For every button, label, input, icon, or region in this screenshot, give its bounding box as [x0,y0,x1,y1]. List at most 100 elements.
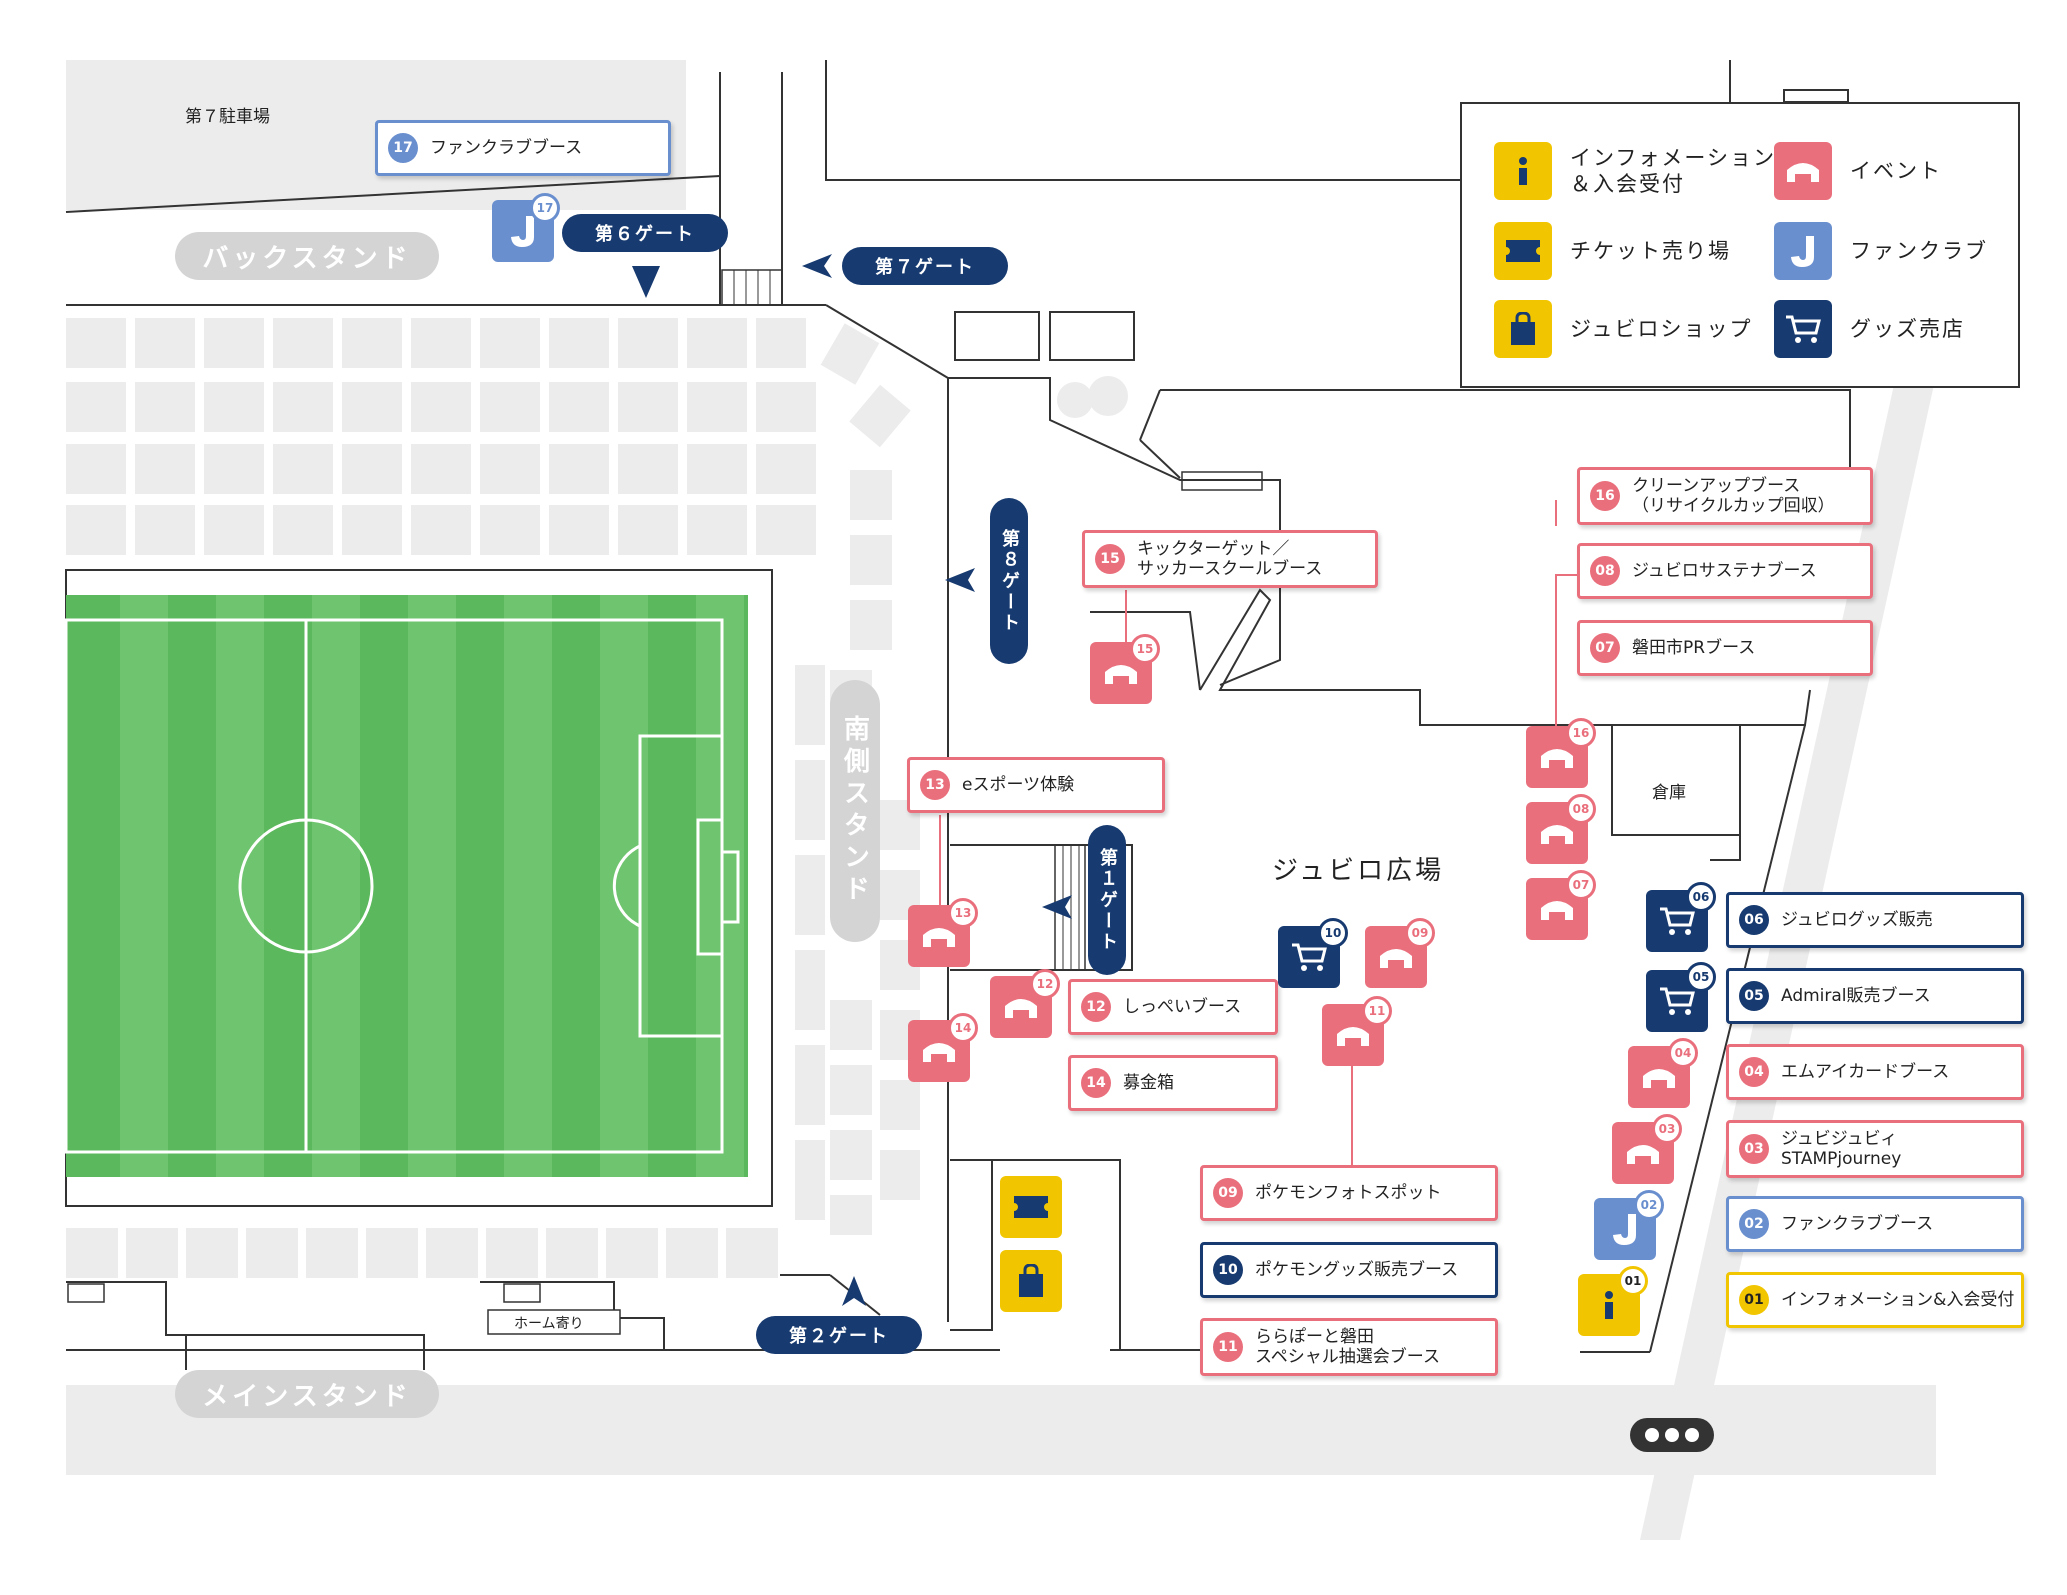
booth-label-12[interactable]: 12 しっぺいブース [1068,979,1278,1035]
booth-number: 05 [1739,981,1769,1011]
legend-info: インフォメーション ＆入会受付 [1494,142,1776,200]
shopping-bag-icon [1019,1264,1043,1297]
j-letter-icon [1774,222,1832,280]
booth-number: 02 [1739,1209,1769,1239]
booth-number: 11 [1213,1332,1243,1362]
legend-fanclub: ファンクラブ [1774,222,1988,280]
booth-number: 16 [1590,481,1620,511]
tent-icon [923,928,955,947]
tent-icon [1627,1145,1659,1164]
info-icon [1494,142,1552,200]
booth-label-15[interactable]: 15 キックターゲット／ サッカースクールブース [1082,530,1378,588]
legend-fanclub-text: ファンクラブ [1850,239,1988,263]
booth-name: eスポーツ体験 [962,775,1075,795]
booth-label-04[interactable]: 04 エムアイカードブース [1726,1044,2024,1100]
booth-name: ポケモンフォトスポット [1255,1183,1442,1203]
pin-badge-01: 01 [1618,1266,1648,1296]
pin-badge-14: 14 [948,1013,978,1043]
booth-name: クリーンアップブース （リサイクルカップ回収） [1632,476,1835,516]
booth-name: ジュビログッズ販売 [1781,910,1933,930]
legend-event: イベント [1774,142,1942,200]
tent-icon [923,1043,955,1062]
south-stand-label: 南側スタンド [830,680,880,942]
gate-6[interactable]: 第６ゲート [562,214,728,252]
booth-label-16[interactable]: 16 クリーンアップブース （リサイクルカップ回収） [1577,467,1873,525]
gate-2[interactable]: 第２ゲート [756,1316,922,1354]
booth-label-10[interactable]: 10 ポケモングッズ販売ブース [1200,1242,1498,1298]
booth-label-02[interactable]: 02 ファンクラブブース [1726,1196,2024,1252]
booth-name: ファンクラブブース [430,138,583,158]
booth-name: ジュビジュビィ STAMPjourney [1781,1129,1902,1169]
gate-arrows [632,254,1072,1306]
legend-shop: ジュビロショップ [1494,300,1753,358]
legend-shop-text: ジュビロショップ [1570,317,1753,341]
pin-badge-07: 07 [1566,870,1596,900]
booth-number: 07 [1590,633,1620,663]
booth-name: ジュビロサステナブース [1632,561,1817,581]
leader-lines [939,500,1580,1168]
tent-icon [1774,142,1832,200]
event-pin-16[interactable] [1526,726,1588,788]
booth-number: 01 [1739,1285,1769,1315]
booth-label-17[interactable]: 17 ファンクラブブース [375,120,671,176]
gate-1[interactable]: 第１ゲート [1088,825,1126,975]
pin-badge-05: 05 [1686,962,1716,992]
plaza-label: ジュビロ広場 [1272,856,1445,886]
cart-icon [1660,987,1695,1015]
legend-info-text: インフォメーション ＆入会受付 [1570,146,1776,196]
booth-label-03[interactable]: 03 ジュビジュビィ STAMPjourney [1726,1120,2024,1178]
booth-number: 03 [1739,1134,1769,1164]
booth-name: キックターゲット／ サッカースクールブース [1137,539,1323,579]
booth-number: 17 [388,133,418,163]
booth-number: 04 [1739,1057,1769,1087]
pin-badge-09: 09 [1405,918,1435,948]
booth-name: エムアイカードブース [1781,1062,1950,1082]
booth-number: 06 [1739,905,1769,935]
more-options-button[interactable] [1630,1418,1714,1452]
booth-label-07[interactable]: 07 磐田市PRブース [1577,620,1873,676]
dot-icon [1685,1428,1699,1442]
dot-icon [1645,1428,1659,1442]
pitch-stripes [120,595,744,1177]
booth-label-06[interactable]: 06 ジュビログッズ販売 [1726,892,2024,948]
tent-icon [1005,999,1037,1018]
pin-badge-04: 04 [1668,1038,1698,1068]
pitch-lines [64,618,740,1154]
dot-icon [1665,1428,1679,1442]
booth-number: 15 [1095,544,1125,574]
booth-number: 12 [1081,992,1111,1022]
tent-icon [1541,825,1573,844]
pin-badge-12: 12 [1030,969,1060,999]
legend-ticket: チケット売り場 [1494,222,1731,280]
booth-name: ファンクラブブース [1781,1214,1934,1234]
booth-number: 08 [1590,556,1620,586]
booth-label-08[interactable]: 08 ジュビロサステナブース [1577,543,1873,599]
gate-8[interactable]: 第８ゲート [990,498,1028,664]
shopping-bag-icon [1494,300,1552,358]
j-letter-icon [511,216,534,247]
jubilo-shop-pin[interactable] [1000,1250,1062,1312]
back-stand-seating [66,318,816,555]
pin-badge-02: 02 [1634,1190,1664,1220]
ticket-office-pin[interactable] [1000,1176,1062,1238]
booth-number: 09 [1213,1178,1243,1208]
cart-icon [1292,943,1327,971]
gate-7[interactable]: 第７ゲート [842,247,1008,285]
legend-event-text: イベント [1850,159,1942,183]
booth-number: 14 [1081,1068,1111,1098]
booth-number: 10 [1213,1255,1243,1285]
ticket-icon [1014,1196,1048,1218]
booth-name: 磐田市PRブース [1632,638,1756,658]
pin-badge-03: 03 [1652,1114,1682,1144]
map-legend: インフォメーション ＆入会受付 イベント チケット売り場 ファンクラブ ジュビロ… [1460,102,2020,388]
booth-name: しっぺいブース [1123,997,1242,1017]
booth-label-09[interactable]: 09 ポケモンフォトスポット [1200,1165,1498,1221]
booth-name: ポケモングッズ販売ブース [1255,1260,1459,1280]
event-pin-12[interactable] [990,976,1052,1038]
